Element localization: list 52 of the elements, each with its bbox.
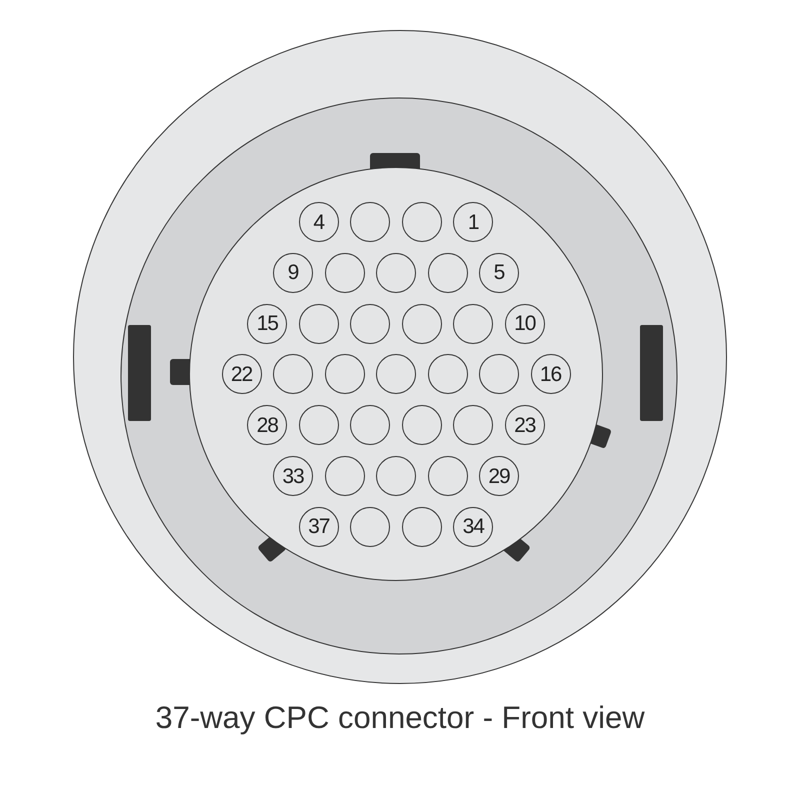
pin-number: 4 (313, 212, 324, 232)
pin-socket (298, 304, 339, 344)
pin-socket (350, 202, 390, 242)
pin-socket (273, 354, 313, 394)
numbered-pin-socket (247, 405, 288, 446)
numbered-pin-socket (453, 202, 494, 242)
pin-number: 5 (494, 262, 504, 284)
numbered-pin-socket (247, 304, 288, 344)
pin-number: 23 (514, 414, 536, 436)
numbered-pin-socket (504, 304, 545, 344)
numbered-pin-socket (273, 456, 313, 496)
pin-number: 16 (540, 364, 562, 385)
numbered-pin-socket (479, 252, 519, 293)
pin-socket (324, 252, 364, 293)
pin-socket (324, 456, 364, 496)
pin-socket (453, 405, 494, 446)
pin-socket (350, 405, 390, 446)
pin-socket (350, 304, 390, 344)
pin-socket (402, 202, 442, 242)
numbered-pin-socket (298, 506, 339, 547)
pin-socket (402, 405, 442, 446)
numbered-pin-socket (222, 354, 262, 394)
pin-number: 22 (230, 364, 252, 385)
pin-socket (453, 304, 494, 344)
numbered-pin-socket (298, 202, 339, 242)
pin-socket (402, 304, 442, 344)
pin-socket (428, 252, 468, 293)
pin-socket (402, 506, 442, 547)
numbered-pin-socket (453, 506, 494, 547)
pin-number: 28 (256, 414, 278, 436)
pin-socket (376, 456, 416, 496)
pin-socket (428, 456, 468, 496)
pin-number: 9 (288, 262, 298, 284)
pin-number: 34 (462, 516, 484, 538)
numbered-pin-socket (273, 252, 313, 293)
pin-socket (428, 354, 468, 394)
caption: 37-way CPC connector - Front view (154, 699, 646, 737)
pin-socket (376, 252, 416, 293)
pin-socket (324, 354, 364, 394)
pin-number: 33 (282, 466, 304, 486)
pin-number: 15 (256, 313, 278, 334)
pin-socket (350, 506, 390, 547)
pin-socket (376, 354, 416, 394)
numbered-pin-socket (479, 456, 519, 496)
numbered-pin-socket (530, 354, 570, 394)
pin-socket (298, 405, 339, 446)
pin-number: 1 (468, 212, 479, 232)
pin-number: 10 (514, 313, 536, 334)
pin-number: 29 (488, 466, 510, 486)
numbered-pin-socket (504, 405, 545, 446)
pin-number: 37 (308, 516, 330, 538)
pin-socket (479, 354, 519, 394)
